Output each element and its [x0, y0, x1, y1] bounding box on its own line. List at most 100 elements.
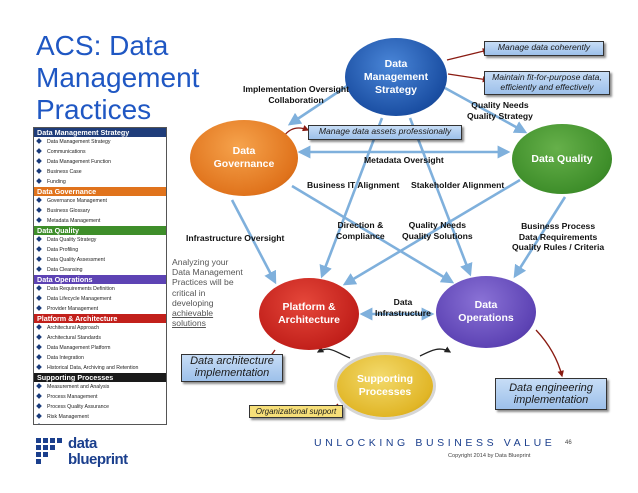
node-label: Data	[232, 145, 256, 157]
label-line: Stakeholder Alignment	[411, 180, 505, 190]
node-label: Governance	[213, 158, 275, 170]
callout-text: implementation	[513, 394, 589, 406]
practice-item: Data Integration	[34, 353, 166, 363]
label-line: Quality Solutions	[402, 230, 473, 241]
practice-item: Data Quality Assessment	[34, 255, 166, 265]
footer-tagline: UNLOCKING BUSINESS VALUE	[314, 437, 556, 449]
logo-mark-icon	[36, 438, 62, 464]
node-label: Strategy	[374, 83, 417, 96]
practice-item: Data Lifecycle Management	[34, 294, 166, 304]
practice-item-label: Process Quality Assurance	[47, 404, 109, 410]
practice-item-label: Architectural Approach	[47, 325, 100, 331]
node-label: Data	[384, 57, 408, 70]
copyright-text: Copyright 2014 by Data Blueprint	[448, 453, 531, 459]
callout-text: Data engineering	[509, 382, 593, 394]
label-metadata-oversight: Metadata Oversight	[364, 155, 444, 166]
practice-item-label: Data Management Platform	[47, 345, 111, 351]
node-label: Operations	[458, 312, 514, 324]
callout-text: Data architecture	[190, 355, 274, 367]
practice-section-header: Supporting Processes	[34, 373, 166, 382]
callout-manage-data-coherently: Manage data coherently	[484, 41, 604, 56]
practice-item: Provider Management	[34, 304, 166, 314]
label-business-it-alignment: Business IT Alignment	[307, 180, 399, 191]
practice-section-header: Platform & Architecture	[34, 314, 166, 323]
practice-item-label: Data Management Function	[47, 159, 112, 165]
node-label: Data Quality	[531, 152, 593, 165]
callout-fit-for-purpose: Maintain fit-for-purpose data,efficientl…	[484, 71, 610, 95]
callout-text: Manage data coherently	[497, 42, 591, 52]
practice-item: Process Quality Assurance	[34, 402, 166, 412]
practice-section-header: Data Management Strategy	[34, 128, 166, 137]
analysis-note: Analyzing your Data Management Practices…	[172, 257, 262, 328]
practice-item: Data Quality Strategy	[34, 235, 166, 245]
practice-item-label: Data Cleansing	[47, 267, 83, 273]
label-line: Metadata Oversight	[364, 155, 444, 165]
practice-item-label: Data Integration	[47, 355, 84, 361]
label-line: Quality Strategy	[467, 110, 533, 121]
practice-section-header: Data Operations	[34, 275, 166, 284]
node-label: Processes	[358, 386, 412, 398]
practice-item-label: Data Management Strategy	[47, 139, 111, 145]
practice-item: Data Management Function	[34, 157, 166, 167]
practice-item-label: Data Lifecycle Management	[47, 296, 112, 302]
practice-item: Business Case	[34, 167, 166, 177]
page-number: 46	[565, 440, 572, 446]
label-line: Compliance	[336, 230, 385, 241]
practice-item-label: Measurement and Analysis	[47, 384, 110, 390]
practice-item-label: Architectural Standards	[47, 335, 101, 341]
practice-item: Risk Management	[34, 412, 166, 422]
practice-item: Data Management Platform	[34, 343, 166, 353]
practice-item-label: Business Case	[47, 169, 82, 175]
practice-item: Data Requirements Definition	[34, 284, 166, 294]
logo-text: blueprint	[68, 451, 128, 468]
note-line-underlined: solutions	[172, 318, 206, 329]
practice-item-label: Historical Data, Archiving and Retention	[47, 365, 139, 371]
title-line: ACS: Data	[36, 30, 169, 61]
practice-item-label: Data Quality Assessment	[47, 257, 105, 263]
practice-item: Data Profiling	[34, 245, 166, 255]
label-line: Data	[393, 297, 413, 307]
label-direction-compliance: Direction &Compliance	[336, 220, 385, 241]
callout-text: implementation	[194, 367, 270, 379]
practice-item: Measurement and Analysis	[34, 382, 166, 392]
practice-item-label: Governance Management	[47, 198, 107, 204]
practice-item: Historical Data, Archiving and Retention	[34, 363, 166, 373]
practice-item-label: Data Profiling	[47, 247, 79, 253]
note-line-underlined: achievable	[172, 308, 214, 319]
label-stakeholder-alignment: Stakeholder Alignment	[411, 180, 504, 191]
label-line: Infrastructure Oversight	[186, 233, 285, 243]
node-label: Architecture	[278, 314, 340, 326]
note-line: developing	[172, 297, 214, 308]
note-line: Data Management	[172, 267, 243, 278]
label-infrastructure-oversight: Infrastructure Oversight	[186, 233, 284, 244]
node-label: Supporting	[357, 373, 413, 385]
practice-item-label: Funding	[47, 179, 66, 185]
practice-item-label: Data Requirements Definition	[47, 286, 115, 292]
label-line: Business Process	[521, 221, 596, 231]
practice-item-label: Data Quality Strategy	[47, 237, 97, 243]
practice-item-label: Business Glossary	[47, 208, 90, 214]
data-quality-node: Data Quality	[512, 124, 612, 194]
callout-text: efficiently and effectively	[500, 82, 594, 92]
title-line: Practices	[36, 94, 152, 125]
practice-item-label: Process Management	[47, 394, 98, 400]
data-blueprint-logo: data blueprint	[34, 435, 144, 469]
note-line: Analyzing your	[172, 257, 229, 267]
label-line: Infrastructure	[375, 307, 431, 318]
callout-text: Maintain fit-for-purpose data,	[492, 72, 602, 82]
practice-item: Business Glossary	[34, 206, 166, 216]
practice-item-label: Communications	[47, 149, 86, 155]
practice-item-label: Metadata Management	[47, 218, 101, 224]
practice-item: Funding	[34, 177, 166, 187]
note-line: critical in	[172, 287, 206, 298]
practice-item: Data Cleansing	[34, 265, 166, 275]
